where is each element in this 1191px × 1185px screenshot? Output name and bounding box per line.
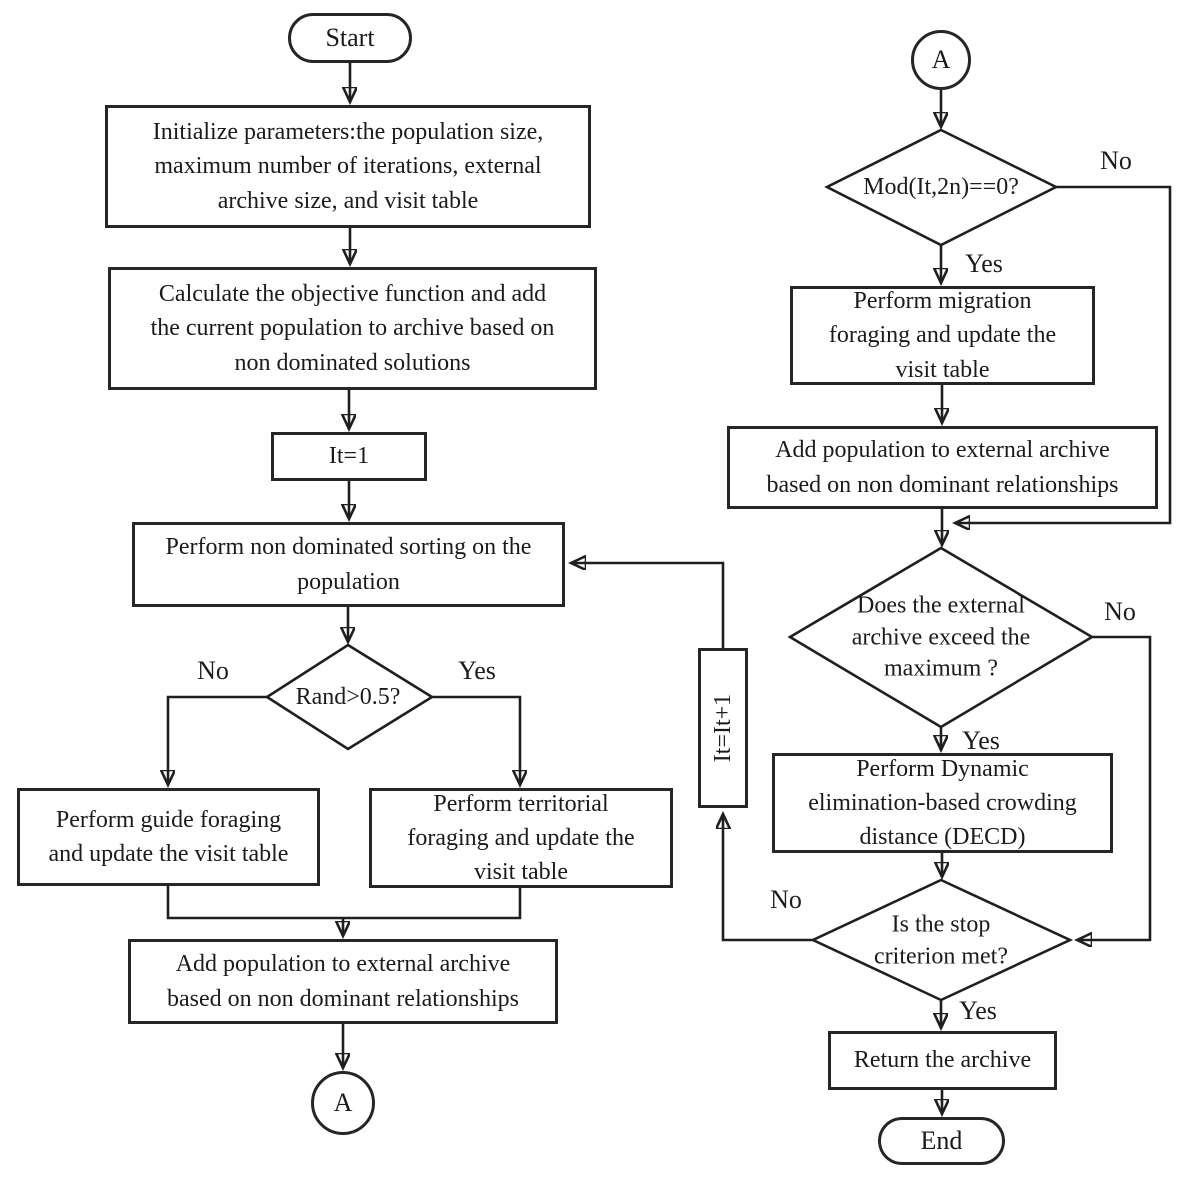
add-archive-left-box: Add population to external archive based…: [128, 939, 558, 1024]
initialize-parameters-label: Initialize parameters:the population siz…: [152, 119, 544, 214]
return-archive-box: Return the archive: [828, 1031, 1057, 1090]
edge-rand-yes-territorial: [432, 695, 520, 784]
territorial-foraging-label: Perform territorial foraging and update …: [407, 790, 635, 886]
edge-rand-no-guide: [168, 695, 267, 784]
mod-yes-label: Yes: [965, 249, 1003, 278]
add-archive-left-label: Add population to external archive based…: [167, 951, 519, 1012]
exceed-decision-label: Does the external archive exceed the max…: [851, 592, 1031, 682]
exceed-no-label: No: [1104, 597, 1136, 626]
decd-box: Perform Dynamic elimination-based crowdi…: [772, 753, 1113, 853]
mod-no-label: No: [1100, 146, 1132, 175]
connector-a-left-label: A: [333, 1087, 353, 1117]
initialize-parameters-box: Initialize parameters:the population siz…: [105, 105, 591, 228]
mod-decision-label: Mod(It,2n)==0?: [863, 174, 1019, 201]
rand-decision-shape: [264, 643, 435, 751]
rand-no-label: No: [197, 656, 229, 685]
stop-decision-label: Is the stop criterion met?: [874, 911, 1008, 969]
exceed-decision-shape: [787, 546, 1095, 729]
iteration-counter-label: It=It+1: [709, 693, 736, 763]
edge-mod-no-bypass: [956, 185, 1172, 523]
connector-a-right-label: A: [931, 44, 951, 74]
mod-decision-shape: [824, 128, 1059, 247]
edge-exceed-no-bypass: [1078, 635, 1152, 940]
rand-yes-label: Yes: [458, 656, 496, 685]
return-archive-label: Return the archive: [853, 1047, 1032, 1074]
iteration-init-box: It=1: [271, 432, 427, 481]
connector-a-right: A: [911, 30, 971, 90]
edge-itbox-sort: [572, 563, 725, 648]
stop-no-label: No: [770, 885, 802, 914]
edge-stop-no-itbox: [723, 815, 813, 942]
end-label: End: [920, 1125, 963, 1155]
migration-foraging-label: Perform migration foraging and update th…: [828, 288, 1057, 383]
start-terminator: Start: [288, 13, 412, 63]
calculate-objective-label: Calculate the objective function and add…: [150, 281, 555, 376]
migration-foraging-box: Perform migration foraging and update th…: [790, 286, 1095, 385]
decd-label: Perform Dynamic elimination-based crowdi…: [808, 755, 1077, 851]
edge-merge-line: [166, 886, 522, 920]
guide-foraging-box: Perform guide foraging and update the vi…: [17, 788, 320, 886]
rand-decision-label: Rand>0.5?: [295, 684, 401, 711]
non-dominated-sorting-label: Perform non dominated sorting on the pop…: [165, 534, 532, 595]
non-dominated-sorting-box: Perform non dominated sorting on the pop…: [132, 522, 565, 607]
end-terminator: End: [878, 1117, 1005, 1165]
territorial-foraging-box: Perform territorial foraging and update …: [369, 788, 673, 888]
start-label: Start: [325, 22, 375, 52]
guide-foraging-label: Perform guide foraging and update the vi…: [48, 806, 289, 867]
stop-decision-shape: [809, 878, 1074, 1002]
stop-yes-label: Yes: [959, 996, 997, 1025]
exceed-yes-label: Yes: [962, 726, 1000, 755]
connector-a-left: A: [311, 1071, 375, 1135]
add-archive-right-label: Add population to external archive based…: [766, 437, 1119, 498]
iteration-init-label: It=1: [328, 443, 370, 470]
add-archive-right-box: Add population to external archive based…: [727, 426, 1158, 509]
calculate-objective-box: Calculate the objective function and add…: [108, 267, 597, 390]
iteration-counter-box: It=It+1: [698, 648, 748, 808]
